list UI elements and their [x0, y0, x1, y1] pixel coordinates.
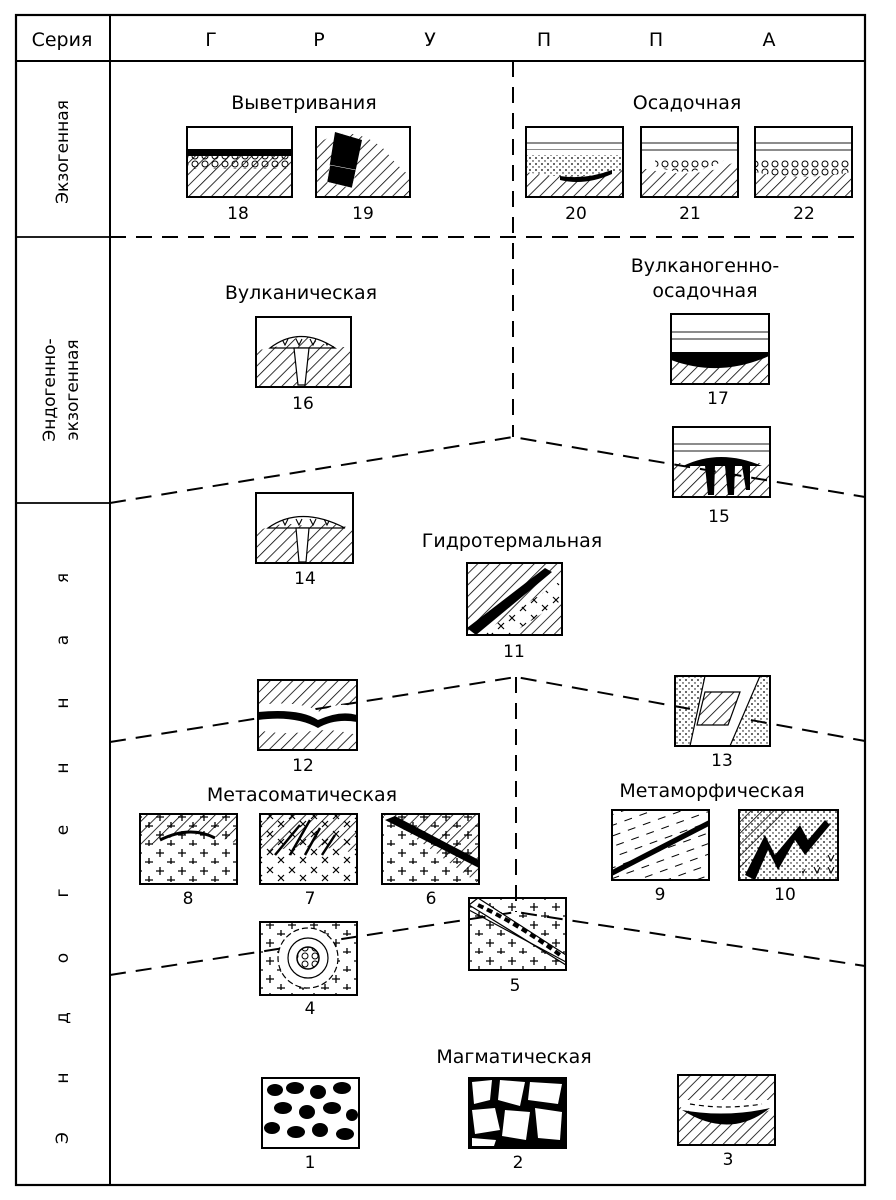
series-endo-exo-line2: экзогенная: [63, 339, 83, 440]
deposit-number: 18: [227, 204, 249, 224]
deposit-schematic-5: [467, 897, 567, 971]
deposit-number: 20: [565, 204, 587, 224]
group-title-sedimentary: Осадочная: [633, 92, 742, 114]
group-title-volcanic: Вулканическая: [225, 282, 377, 304]
group-title-volcano-sedimentary-1: Вулканогенно-: [631, 255, 780, 277]
series-header: Серия: [32, 29, 93, 51]
deposit-number: 8: [183, 889, 194, 909]
deposit-schematic-1: [261, 1077, 360, 1149]
group-title-metasomatic: Метасоматическая: [207, 784, 397, 806]
group-title-magmatic: Магматическая: [436, 1046, 591, 1068]
group-title-volcano-sedimentary-2: осадочная: [652, 280, 757, 302]
series-endogenous-letter: а: [53, 635, 73, 645]
group-boundaries: [109, 61, 866, 976]
table-frame: [14, 13, 867, 1187]
series-endogenous-letter: д: [53, 1012, 73, 1024]
deposit-schematic-8: [139, 813, 238, 885]
deposit-number: 13: [711, 751, 733, 771]
deposit-schematic-11: [466, 562, 563, 636]
deposit-number: 21: [679, 204, 701, 224]
deposit-number: 10: [774, 885, 796, 905]
deposit-number: 12: [292, 756, 314, 776]
deposit-schematic-9: [611, 809, 710, 881]
group-title-metamorphic: Метаморфическая: [619, 780, 804, 802]
group-title-hydrothermal: Гидротермальная: [422, 530, 602, 552]
series-exogenous: Экзогенная: [53, 100, 73, 204]
group-letter: П: [649, 29, 663, 51]
deposit-schematic-15: [672, 426, 771, 498]
deposit-schematic-21: [640, 126, 739, 198]
deposit-schematic-4: [259, 921, 358, 996]
deposit-schematic-22: [754, 126, 853, 198]
series-endogenous-letter: н: [53, 697, 73, 708]
group-letter: Р: [313, 29, 324, 51]
series-endogenous-letter: н: [53, 1072, 73, 1083]
group-letter: У: [424, 29, 436, 51]
deposit-number: 1: [305, 1153, 316, 1173]
deposit-schematic-10: [738, 809, 839, 881]
deposit-number: 17: [707, 389, 729, 409]
deposit-number: 5: [510, 976, 521, 996]
deposit-schematic-12: [257, 679, 358, 751]
series-endo-exo-line1: Эндогенно-: [40, 338, 60, 441]
deposit-number: 19: [352, 204, 374, 224]
deposit-number: 16: [292, 394, 314, 414]
series-endogenous-letter: н: [53, 762, 73, 773]
deposit-schematic-20: [525, 126, 624, 198]
group-title-weathering: Выветривания: [231, 92, 376, 114]
group-letter: П: [537, 29, 551, 51]
deposit-number: 7: [305, 889, 316, 909]
group-letter: Г: [205, 29, 217, 51]
group-titles: Выветривания Осадочная Вулканическая Вул…: [207, 92, 805, 1068]
group-header: Г Р У П П А: [205, 29, 775, 51]
series-endogenous-letter: г: [53, 888, 73, 897]
deposit-schematic-14: [255, 492, 354, 564]
series-endogenous-letter: о: [53, 953, 73, 963]
series-endogenous-letter: Э: [53, 1132, 73, 1144]
deposit-schematic-16: [255, 316, 352, 388]
deposit-numbers: 18 19 20 21 22 16 17 15 14 11 12 13 8 7 …: [183, 204, 815, 1173]
deposit-number: 15: [708, 507, 730, 527]
deposit-schematic-17: [670, 313, 770, 385]
series-endogenous-letter: е: [53, 825, 73, 835]
deposit-schematic-7: [259, 813, 358, 885]
deposit-number: 4: [305, 999, 316, 1019]
deposit-number: 22: [793, 204, 815, 224]
series-endogenous-letter: я: [53, 573, 73, 583]
deposit-schematic-18: [186, 126, 293, 198]
group-letter: А: [763, 29, 776, 51]
deposit-number: 3: [723, 1150, 734, 1170]
deposit-number: 2: [513, 1153, 524, 1173]
deposit-number: 11: [503, 642, 525, 662]
deposit-schematic-2: [468, 1077, 567, 1149]
series-endogenous: Э н д о г е н н а я: [53, 573, 73, 1144]
deposit-number: 6: [426, 889, 437, 909]
deposit-schematic-19: [315, 126, 411, 198]
deposit-schematic-13: [674, 675, 771, 747]
deposit-number: 9: [655, 885, 666, 905]
deposit-number: 14: [294, 569, 316, 589]
deposit-schematic-6: [381, 813, 480, 885]
deposit-schematic-3: [677, 1074, 776, 1146]
